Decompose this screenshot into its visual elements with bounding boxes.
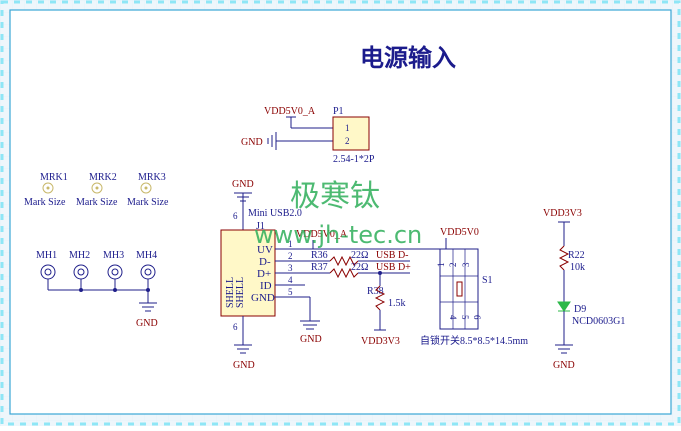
s1-actuator-icon [456, 281, 463, 297]
led-r-value: 10k [570, 262, 585, 273]
p1-gnd-icon [267, 132, 282, 150]
r37-icon [329, 267, 359, 279]
led-diode-icon [557, 301, 571, 312]
r37-ref: R37 [311, 262, 328, 273]
r38-ref: R38 [367, 286, 384, 297]
s1-pin-2: 2 [448, 263, 458, 268]
mrk1-ref: MRK1 [40, 172, 68, 183]
led-indicator[interactable]: VDD3V3 R22 10k D9 NCD0603G1 GND [543, 208, 625, 371]
s1-description: 自锁开关8.5*8.5*14.5mm [420, 334, 528, 347]
mh2-ref: MH2 [69, 250, 90, 261]
j1-pin-num-5: 5 [288, 287, 293, 297]
mh4-ref: MH4 [136, 250, 157, 261]
j1-pin-label-dplus: D+ [257, 268, 271, 280]
j1-pin-label-dminus: D- [259, 256, 271, 268]
r37-net: USB D+ [376, 262, 411, 273]
led-r-icon [558, 245, 570, 271]
s1-body [439, 248, 479, 330]
mrk3-ref: MRK3 [138, 172, 166, 183]
mrk2-icon [91, 182, 103, 194]
s1-pin-6: 6 [472, 315, 482, 320]
r37-resistor[interactable]: R37 22Ω USB D+ [311, 262, 411, 279]
j1-ref: J1 [256, 221, 265, 232]
watermark-url: www.jh-tec.cn [254, 221, 422, 249]
j1-pin-label-id: ID [260, 280, 272, 292]
j1-shell-pin-top: 6 [233, 211, 238, 221]
r36-net: USB D- [376, 250, 409, 261]
mrk3-label: Mark Size [127, 197, 169, 208]
led-value: NCD0603G1 [572, 316, 625, 327]
mrk1-label: Mark Size [24, 197, 66, 208]
j1-pin-num-1: 1 [288, 239, 293, 249]
sheet-area [10, 10, 671, 414]
s1-pin-1: 1 [436, 263, 446, 268]
p1-body [332, 116, 370, 151]
led-gnd-label: GND [553, 360, 575, 371]
r36-ref: R36 [311, 250, 328, 261]
p1-pin1: 1 [345, 123, 350, 133]
j1-pin-label-uv: UV [257, 244, 273, 256]
p1-ref: P1 [333, 106, 344, 117]
j1-gnd-pin5-label: GND [300, 334, 322, 345]
r36-resistor[interactable]: R36 22Ω USB D- [311, 250, 410, 267]
j1-net-vdd: VDD5V0_A [296, 229, 348, 240]
mrk1-icon [42, 182, 54, 194]
p1-value: 2.54-1*2P [333, 154, 375, 165]
mh-gnd-label: GND [136, 318, 158, 329]
mrk2-label: Mark Size [76, 197, 118, 208]
j1-gnd-top-label: GND [232, 179, 254, 190]
s1-net: VDD5V0 [440, 227, 479, 238]
mounting-holes: MH1 MH2 MH3 MH4 GND [36, 250, 158, 329]
j1-pin-num-2: 2 [288, 251, 293, 261]
led-gnd-icon [555, 344, 573, 354]
s1-pin-5: 5 [460, 315, 470, 320]
s1-ref: S1 [482, 275, 493, 286]
r38-icon [374, 285, 386, 311]
watermark-cn: 极寒钛 [290, 179, 380, 214]
p1-gnd-label: GND [241, 137, 263, 148]
mrk3-icon [140, 182, 152, 194]
led-ref: D9 [574, 304, 586, 315]
mh3-ref: MH3 [103, 250, 124, 261]
r37-value: 22Ω [351, 262, 368, 273]
p1-net-label: VDD5V0_A [264, 106, 316, 117]
sheet-border-inner [9, 9, 672, 415]
mh1-ref: MH1 [36, 250, 57, 261]
j1-pin-label-gnd: GND [251, 292, 275, 304]
j1-shell-label-2: SHELL [235, 277, 246, 308]
j1-gnd-bottom-label: GND [233, 360, 255, 371]
s1-pin-3: 3 [461, 262, 471, 267]
r36-icon [329, 255, 359, 267]
j1-shell-label-1: SHELL [225, 277, 236, 308]
mh-gnd-icon [139, 302, 157, 312]
led-r-ref: R22 [568, 250, 585, 261]
page-title: 电源输入 [360, 44, 456, 72]
fiducial-marks: MRK1 MRK2 MRK3 Mark Size Mark Size Mark … [24, 172, 169, 208]
r38-value: 1.5k [388, 298, 406, 309]
j1-pin-num-3: 3 [288, 263, 293, 273]
j1-pin-num-4: 4 [288, 275, 293, 285]
p1-connector[interactable]: VDD5V0_A P1 1 2 2.54-1*2P GND [241, 106, 375, 165]
r36-value: 22Ω [351, 250, 368, 261]
s1-pin-4: 4 [448, 315, 458, 320]
j1-gnd-top-icon [234, 192, 252, 230]
p1-pin2: 2 [345, 136, 350, 146]
r38-resistor[interactable]: R38 1.5k VDD3V3 [361, 273, 406, 347]
mrk2-ref: MRK2 [89, 172, 117, 183]
j1-body [220, 229, 276, 317]
j1-value: Mini USB2.0 [248, 208, 302, 219]
s1-switch[interactable]: VDD5V0 1 2 3 4 5 6 S1 自锁开关8.5*8.5*14.5mm [420, 227, 528, 347]
j1-mini-usb[interactable]: GND 6 Mini USB2.0 J1 SHELL SHELL UV D- D… [220, 179, 420, 371]
r38-net: VDD3V3 [361, 336, 400, 347]
led-net: VDD3V3 [543, 208, 582, 219]
j1-gnd-bottom-icon [234, 344, 252, 354]
j1-shell-pin-bottom: 6 [233, 322, 238, 332]
